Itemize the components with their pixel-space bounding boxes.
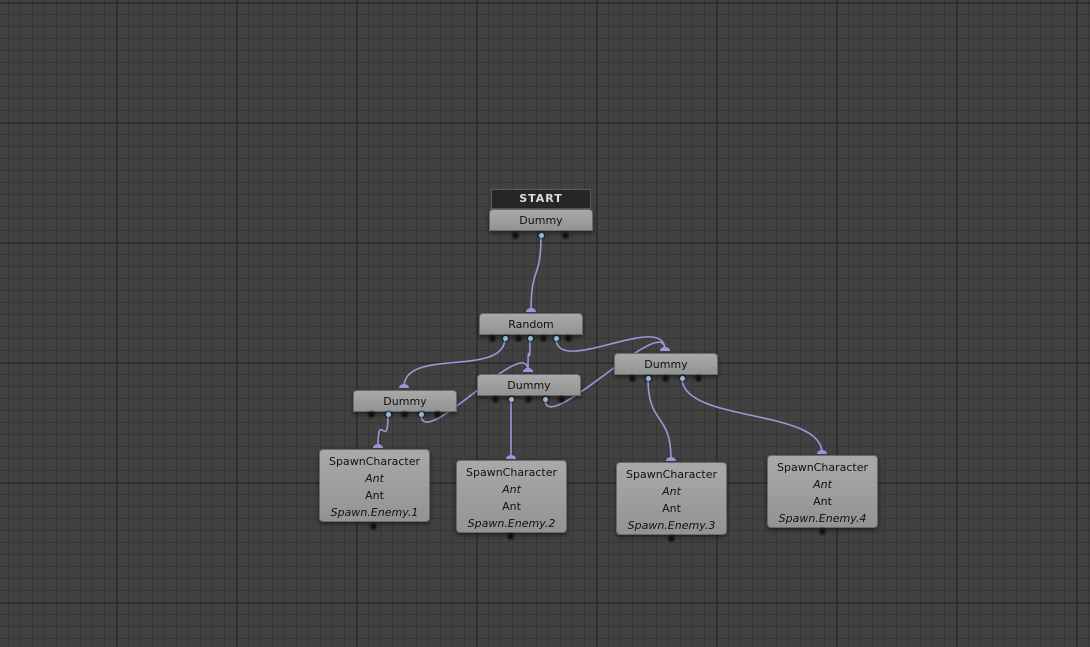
input-port[interactable] [506,455,516,459]
connection-wire [420,362,529,423]
node-title: SpawnCharacter [329,455,420,468]
output-port[interactable] [508,396,514,402]
input-port[interactable] [526,308,536,312]
output-port[interactable] [401,411,407,417]
output-port[interactable] [553,335,559,341]
output-port[interactable] [370,523,376,529]
output-port[interactable] [385,411,391,417]
output-port[interactable] [662,375,668,381]
output-port[interactable] [562,232,568,238]
output-port[interactable] [492,396,498,402]
dummy-left-node[interactable]: Dummy [353,390,457,412]
spawn-character-node-4[interactable]: SpawnCharacter Ant Ant Spawn.Enemy.4 [767,455,878,528]
connection-wire [647,377,672,461]
output-port[interactable] [629,375,635,381]
output-port[interactable] [645,375,651,381]
output-port[interactable] [434,411,440,417]
spawn-character-node-1[interactable]: SpawnCharacter Ant Ant Spawn.Enemy.1 [319,449,430,522]
dummy-root-node[interactable]: Dummy [489,209,593,231]
node-param: Ant [365,489,384,502]
output-port[interactable] [368,411,374,417]
node-title: SpawnCharacter [626,468,717,481]
input-port[interactable] [666,457,676,461]
output-port[interactable] [538,232,544,238]
output-port[interactable] [502,335,508,341]
node-param: Ant [662,502,681,515]
connection-wire [555,336,666,352]
start-marker: START [491,189,591,209]
node-param: Spawn.Enemy.4 [778,512,867,525]
output-port[interactable] [512,232,518,238]
node-title: SpawnCharacter [777,461,868,474]
connection-wire [527,337,531,372]
output-port[interactable] [695,375,701,381]
input-port[interactable] [660,347,670,351]
input-port[interactable] [399,384,409,388]
node-param: Spawn.Enemy.3 [627,519,716,532]
node-param: Ant [502,500,521,513]
output-port[interactable] [489,335,495,341]
output-port[interactable] [819,528,825,534]
node-param: Spawn.Enemy.2 [467,517,556,530]
connection-wire [681,377,823,454]
node-param: Ant [813,478,832,491]
output-port[interactable] [542,396,548,402]
dummy-mid-node[interactable]: Dummy [477,374,581,396]
output-port[interactable] [418,411,424,417]
connection-wire [530,234,542,312]
output-port[interactable] [540,335,546,341]
output-port[interactable] [565,335,571,341]
output-port[interactable] [679,375,685,381]
output-port[interactable] [525,396,531,402]
random-node[interactable]: Random [479,313,583,335]
spawn-character-node-3[interactable]: SpawnCharacter Ant Ant Spawn.Enemy.3 [616,462,727,535]
output-port[interactable] [558,396,564,402]
node-param: Ant [365,472,384,485]
input-port[interactable] [523,368,533,372]
output-port[interactable] [527,335,533,341]
output-port[interactable] [515,335,521,341]
connection-wire [544,341,666,408]
node-title: SpawnCharacter [466,466,557,479]
node-param: Ant [813,495,832,508]
node-param: Ant [662,485,681,498]
connection-wire [403,337,506,388]
connection-wire [377,413,389,448]
node-param: Spawn.Enemy.1 [330,506,419,519]
node-param: Ant [502,483,521,496]
input-port[interactable] [373,444,383,448]
output-port[interactable] [507,533,513,539]
input-port[interactable] [817,450,827,454]
output-port[interactable] [668,535,674,541]
spawn-character-node-2[interactable]: SpawnCharacter Ant Ant Spawn.Enemy.2 [456,460,567,533]
dummy-right-node[interactable]: Dummy [614,353,718,375]
